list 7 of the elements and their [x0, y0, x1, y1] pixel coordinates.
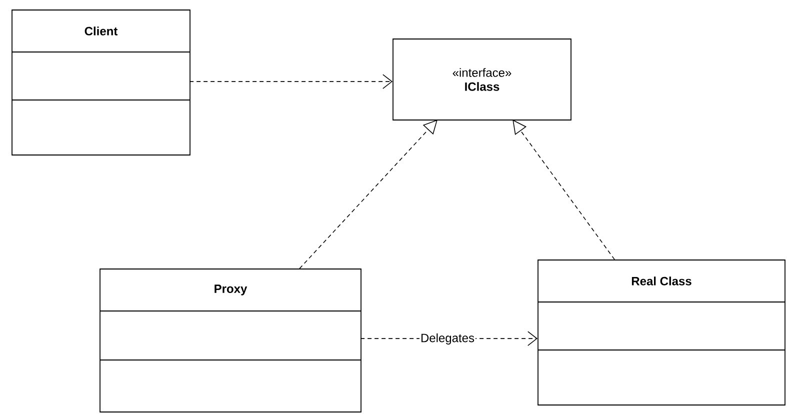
interface-box: «interface» IClass — [392, 38, 572, 120]
class-box: Client — [12, 10, 190, 156]
arrow — [189, 74, 393, 89]
edge-label: Delegates — [420, 332, 476, 346]
class-box: Real Class — [538, 260, 786, 406]
arrow — [512, 120, 615, 260]
class-box: Proxy — [100, 268, 362, 412]
